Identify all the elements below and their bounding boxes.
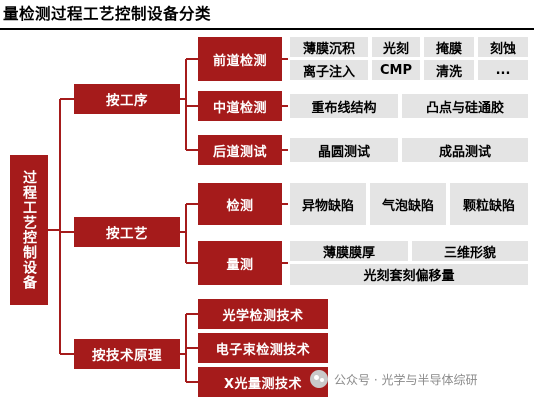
title-underline <box>0 28 534 30</box>
node-inspection: 检测 <box>198 183 282 225</box>
leaf-etching: 刻蚀 <box>478 37 528 57</box>
leaf-film-thickness: 薄膜膜厚 <box>290 241 408 261</box>
leaf-3d-topography: 三维形貌 <box>412 241 528 261</box>
node-by-principle: 按技术原理 <box>74 339 180 369</box>
node-back-test: 后道测试 <box>198 135 282 165</box>
node-front-inspection: 前道检测 <box>198 37 282 81</box>
watermark: 公众号 · 光学与半导体综研 <box>310 370 477 388</box>
leaf-wafer-test: 晶圆测试 <box>290 138 398 162</box>
node-by-process: 按工序 <box>74 84 180 114</box>
leaf-thin-film-deposition: 薄膜沉积 <box>290 37 368 57</box>
node-xray-metrology: X光量测技术 <box>198 367 328 397</box>
leaf-final-test: 成品测试 <box>402 138 528 162</box>
leaf-foreign-defect: 异物缺陷 <box>290 183 366 225</box>
leaf-overlay-offset: 光刻套刻偏移量 <box>290 264 528 285</box>
leaf-bubble-defect: 气泡缺陷 <box>370 183 446 225</box>
leaf-cleaning: 清洗 <box>424 60 474 80</box>
leaf-mask: 掩膜 <box>424 37 474 57</box>
node-middle-inspection: 中道检测 <box>198 91 282 121</box>
node-by-craft: 按工艺 <box>74 217 180 247</box>
node-metrology: 量测 <box>198 241 282 285</box>
leaf-bump-tsv: 凸点与硅通胶 <box>402 94 528 118</box>
node-ebeam-inspection: 电子束检测技术 <box>198 333 328 363</box>
leaf-more: ... <box>478 60 528 80</box>
watermark-text: 公众号 · 光学与半导体综研 <box>334 372 478 387</box>
leaf-redistribution-layer: 重布线结构 <box>290 94 398 118</box>
leaf-ion-implantation: 离子注入 <box>290 60 368 80</box>
wechat-icon <box>310 370 328 388</box>
page-title: 量检测过程工艺控制设备分类 <box>3 5 212 23</box>
node-optical-inspection: 光学检测技术 <box>198 299 328 329</box>
leaf-cmp: CMP <box>372 60 420 80</box>
root-node: 过程工艺控制设备 <box>10 155 48 305</box>
leaf-lithography: 光刻 <box>372 37 420 57</box>
leaf-particle-defect: 颗粒缺陷 <box>450 183 528 225</box>
